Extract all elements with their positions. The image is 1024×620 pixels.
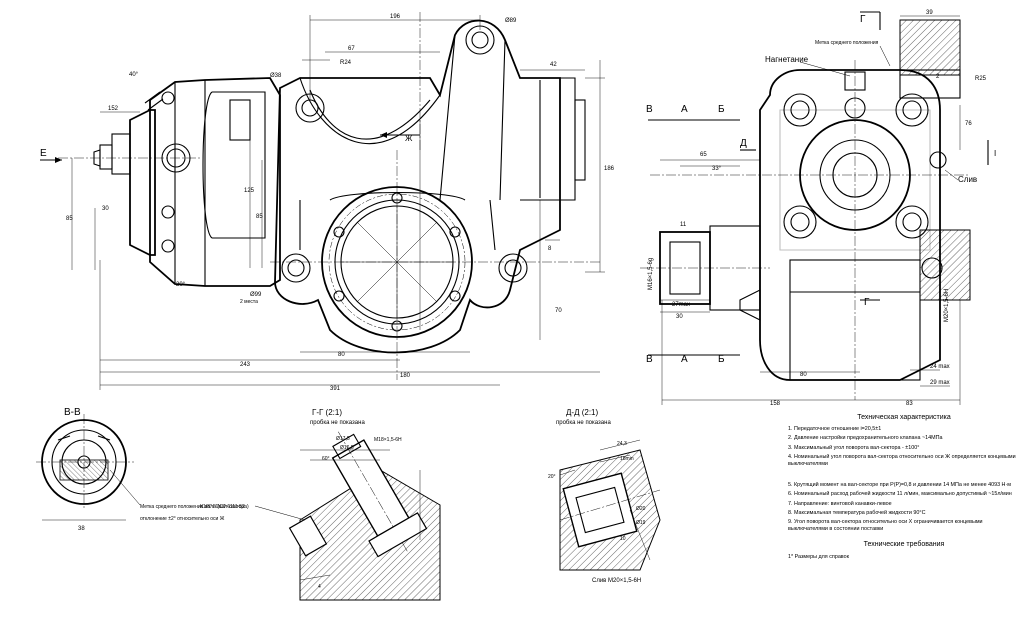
dim-40: 40°	[129, 72, 139, 78]
axis-zh-label: Ж	[405, 134, 413, 143]
dim-65: 65	[700, 152, 707, 158]
dim-2: 2	[936, 74, 940, 80]
dim-175: Ø17,5	[336, 436, 350, 442]
dim-29max: 29 max	[930, 380, 950, 386]
note-item: 7. Направление: винтовой канавки-левое	[788, 500, 892, 507]
dim-186: 186	[604, 166, 615, 172]
dim-89: Ø89	[505, 18, 517, 24]
dim-24b: 24,3	[617, 441, 627, 447]
requirements-title: Технические требования	[863, 541, 945, 549]
dim-42: 42	[550, 62, 557, 68]
dim-67: 67	[348, 46, 355, 52]
dim-243: 243	[240, 362, 251, 368]
dim-r25: R25	[975, 76, 987, 82]
dim-85b: 85	[256, 214, 263, 220]
dim-27max: 27max	[672, 302, 690, 308]
dim-20b: Ø20	[636, 506, 646, 512]
dim-196: 196	[390, 14, 401, 20]
view-b-bottom: Б	[718, 354, 725, 365]
dim-10: 10	[620, 536, 626, 542]
dim-33: 33°	[712, 166, 722, 172]
dim-8: 8	[548, 246, 552, 252]
dim-r24: R24	[340, 60, 352, 66]
section-gg: Г-Г (2:1) пробка не показана Ø17,5 Ø16,5…	[200, 408, 441, 601]
dim-60: 60°	[322, 456, 330, 462]
dim-24max: 24 max	[930, 364, 950, 370]
mark-i: I	[994, 149, 996, 158]
dim-180: 180	[400, 373, 411, 379]
note-item: 1. Передаточное отношение i=20,5±1	[788, 426, 882, 433]
bb-note-2: отклонение ±2° относительно оси Ж	[140, 516, 225, 522]
side-view: В А Б В А Б Д Г Г I Нагнетание Слив Метк…	[640, 10, 996, 407]
marks-note: Метка среднего положения	[815, 40, 879, 46]
pressure-label: Нагнетание	[765, 55, 809, 64]
dim-30: 30	[102, 206, 109, 212]
dim-38: Ø38	[270, 73, 282, 79]
section-gg-sub: пробка не показана	[310, 420, 365, 426]
front-view: Ж 196 Ø89	[40, 12, 615, 392]
bb-note-1: Метка среднего положения вала (вал-секто…	[140, 504, 249, 510]
note-item: 5. Крутящий момент на вал-секторе при Р(…	[788, 482, 1011, 489]
section-gg-title: Г-Г (2:1)	[312, 408, 342, 417]
note-item: 4. Номинальный угол поворота вал-сектора…	[788, 453, 1016, 468]
view-e-label: Е	[40, 148, 47, 159]
dim-80b: 80	[800, 372, 807, 378]
dim-83: 83	[906, 401, 913, 407]
dim-165: Ø16,5	[340, 445, 354, 451]
view-a-top: А	[681, 104, 688, 115]
section-bb-title: В-В	[64, 407, 81, 418]
dim-m16: М16×1,5-6g	[648, 258, 654, 290]
dim-158: 158	[770, 401, 781, 407]
dim-19: Ø19	[636, 520, 646, 526]
view-d-label: Д	[740, 138, 747, 149]
requirement-item: 1* Размеры для справок	[788, 553, 849, 560]
note-item: 2. Давление настройки предохранительного…	[788, 435, 943, 442]
note-item: 3. Максимальный угол поворота вал-сектор…	[788, 444, 920, 451]
dim-125: 125	[244, 188, 255, 194]
dim-70: 70	[555, 308, 562, 314]
view-g-top: Г	[860, 14, 866, 25]
dim-80: 80	[338, 352, 345, 358]
dim-4: 4	[318, 584, 321, 590]
view-b-top: Б	[718, 104, 725, 115]
dim-99: Ø99	[250, 292, 262, 298]
dim-m20: М20×1,5-6Н	[944, 289, 950, 322]
dim-152: 152	[108, 106, 119, 112]
view-g-bottom: Г	[864, 297, 870, 308]
dim-391: 391	[330, 386, 341, 392]
view-v-top: В	[646, 104, 653, 115]
dim-76: 76	[965, 121, 972, 127]
note-item: 8. Максимальная температура рабочей жидк…	[788, 509, 926, 516]
view-a-bottom: А	[681, 354, 688, 365]
dim-25: 20°	[548, 474, 556, 480]
section-dd-title: Д-Д (2:1)	[566, 408, 599, 417]
sliv-thread-label: Слив М20×1,5-6Н	[592, 578, 641, 584]
dim-85a: 85	[66, 216, 73, 222]
notes-title: Техническая характеристика	[857, 414, 951, 421]
section-dd: Д-Д (2:1) пробка не показана 24,3 18min …	[548, 408, 661, 584]
drain-label: Слив	[958, 175, 977, 184]
dim-11: 11	[680, 222, 687, 228]
dim-38b: 38	[78, 526, 85, 532]
note-item: 9. Угол поворота вал-сектора относительн…	[788, 519, 983, 533]
technical-notes: Техническая характеристика 1. Передаточн…	[788, 414, 1020, 561]
dim-20deg: 20°	[176, 282, 186, 288]
section-bb: В-В 38 Метка среднего положения вала (ва…	[36, 407, 249, 532]
dim-m18: М18×1,5-6Н	[374, 437, 402, 443]
dim-18min: 18min	[620, 456, 634, 462]
dim-39: 39	[926, 10, 933, 16]
gost-label: К1/8" ГОСТ 6111-52	[200, 504, 245, 510]
dim-30b: 30	[676, 314, 683, 320]
note-item: 6. Номинальный расход рабочей жидкости 1…	[788, 491, 1012, 498]
view-v-bottom: В	[646, 354, 653, 365]
spacer	[788, 470, 1020, 480]
notes-list: 1. Передаточное отношение i=20,5±1 2. Да…	[788, 426, 1020, 533]
dim-2places: 2 места	[240, 299, 258, 305]
section-dd-sub: пробка не показана	[556, 420, 611, 426]
